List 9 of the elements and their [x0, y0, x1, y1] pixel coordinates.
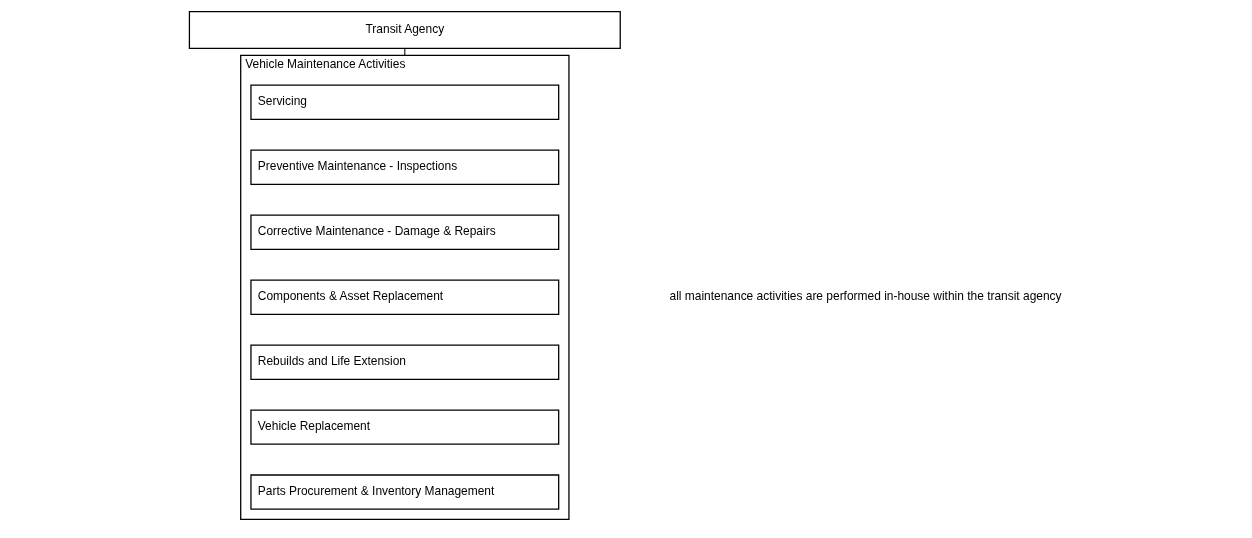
- label: all maintenance activities are performed in-house within the transit agency: [669, 289, 1062, 304]
- node-box: Transit Agency: [188, 11, 621, 50]
- node-box: Corrective Maintenance - Damage & Repairs: [250, 214, 560, 250]
- node-box: Vehicle Replacement: [250, 409, 560, 445]
- node-box: Servicing: [250, 84, 560, 121]
- node-box: Parts Procurement & Inventory Management: [250, 474, 560, 510]
- node-box: Preventive Maintenance - Inspections: [250, 149, 560, 185]
- node-box: Components & Asset Replacement: [250, 279, 560, 315]
- node-box: Rebuilds and Life Extension: [250, 344, 560, 380]
